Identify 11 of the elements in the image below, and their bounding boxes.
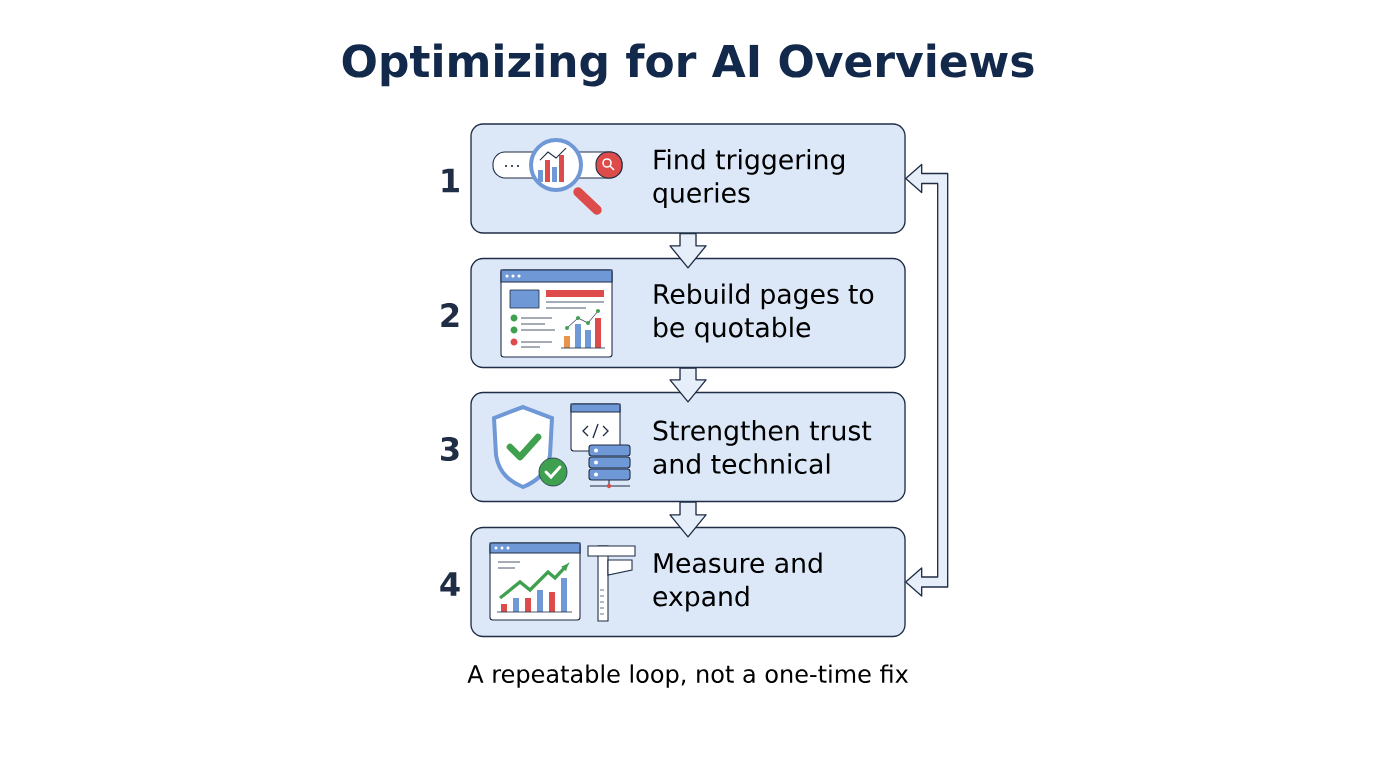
step-number: 4 [440,572,460,596]
hollow-arrow [669,501,707,538]
step-number: 2 [441,303,459,327]
step-number: 1 [442,168,459,193]
step-number: 3 [441,436,459,462]
title: Optimizing for AI Overviews [342,43,1034,87]
step-box: Find triggering queries [470,123,906,234]
hollow-arrow [669,367,707,403]
hollow-arrow [669,233,707,269]
hollow-arrow [905,163,949,597]
caption: A repeatable loop, not a one-time fix [467,664,909,688]
